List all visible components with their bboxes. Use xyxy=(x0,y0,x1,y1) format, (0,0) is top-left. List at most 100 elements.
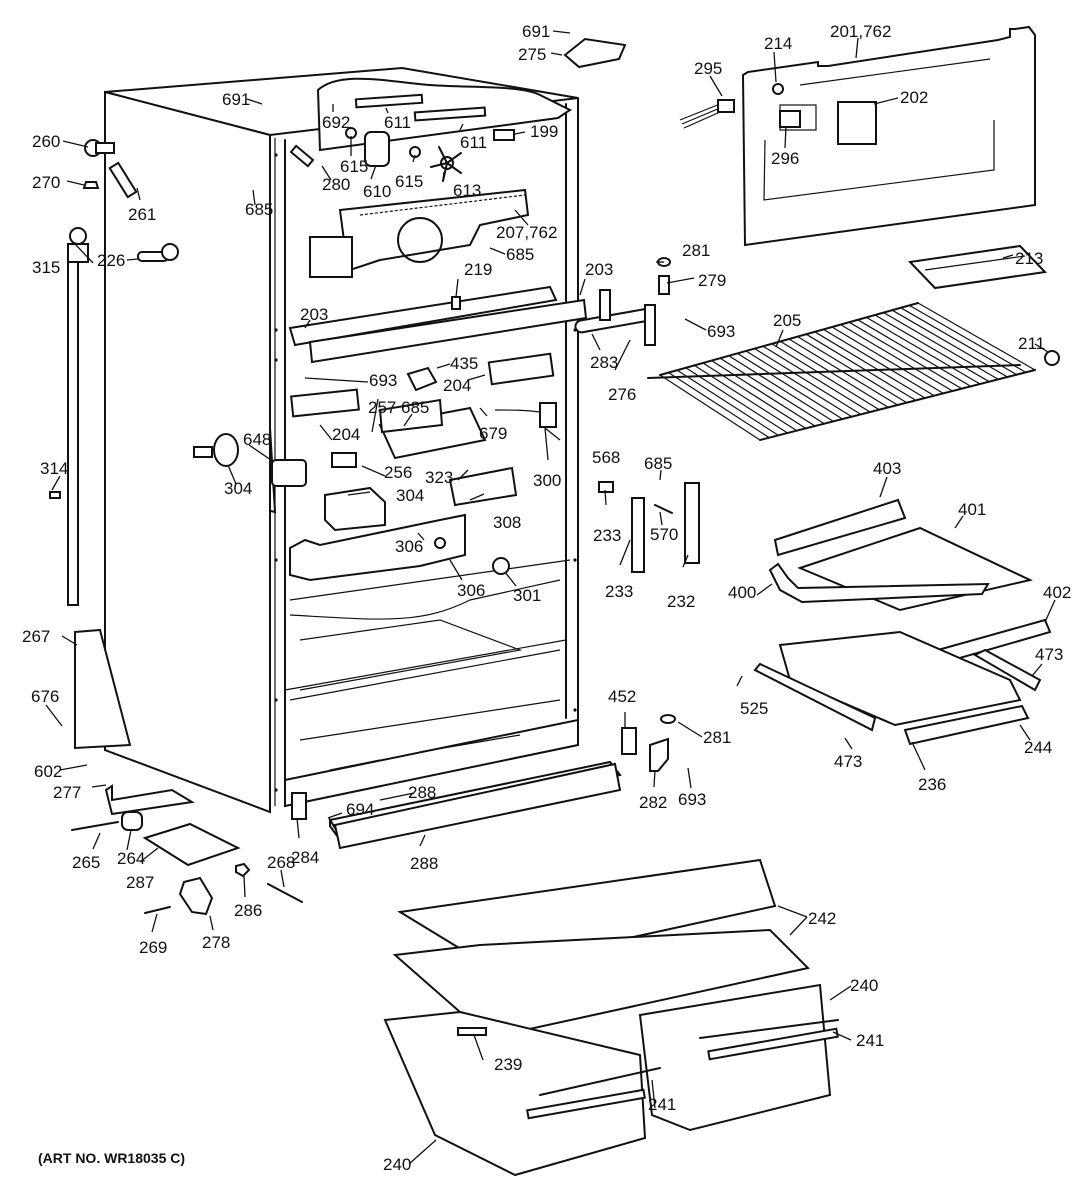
label-403[interactable]: 403 xyxy=(873,459,901,478)
label-304[interactable]: 304 xyxy=(396,486,424,505)
label-257[interactable]: 257 xyxy=(368,398,396,417)
label-691[interactable]: 691 xyxy=(222,90,250,109)
label-693[interactable]: 693 xyxy=(369,371,397,390)
label-691[interactable]: 691 xyxy=(522,22,550,41)
label-525[interactable]: 525 xyxy=(740,699,768,718)
label-288[interactable]: 288 xyxy=(410,854,438,873)
label-239[interactable]: 239 xyxy=(494,1055,522,1074)
label-648[interactable]: 648 xyxy=(243,430,271,449)
label-613[interactable]: 613 xyxy=(453,181,481,200)
label-287[interactable]: 287 xyxy=(126,873,154,892)
label-685[interactable]: 685 xyxy=(644,454,672,473)
label-284[interactable]: 284 xyxy=(291,848,319,867)
label-275[interactable]: 275 xyxy=(518,45,546,64)
label-615[interactable]: 615 xyxy=(395,172,423,191)
part-277-bracket xyxy=(104,784,195,816)
label-610[interactable]: 610 xyxy=(363,182,391,201)
label-240[interactable]: 240 xyxy=(850,976,878,995)
label-268[interactable]: 268 xyxy=(267,853,295,872)
part-244-trim xyxy=(903,704,1030,746)
label-213[interactable]: 213 xyxy=(1015,249,1043,268)
shelf-wire xyxy=(891,309,1008,378)
label-282[interactable]: 282 xyxy=(639,793,667,812)
label-692[interactable]: 692 xyxy=(322,113,350,132)
label-693[interactable]: 693 xyxy=(707,322,735,341)
label-295[interactable]: 295 xyxy=(694,59,722,78)
label-236[interactable]: 236 xyxy=(918,775,946,794)
label-240[interactable]: 240 xyxy=(383,1155,411,1174)
label-277[interactable]: 277 xyxy=(53,783,81,802)
label-300[interactable]: 300 xyxy=(533,471,561,490)
label-270[interactable]: 270 xyxy=(32,173,60,192)
label-570[interactable]: 570 xyxy=(650,525,678,544)
label-260[interactable]: 260 xyxy=(32,132,60,151)
label-283[interactable]: 283 xyxy=(590,353,618,372)
label-205[interactable]: 205 xyxy=(773,311,801,330)
label-694[interactable]: 694 xyxy=(346,800,374,819)
label-269[interactable]: 269 xyxy=(139,938,167,957)
label-676[interactable]: 676 xyxy=(31,687,59,706)
label-473[interactable]: 473 xyxy=(1035,645,1063,664)
label-281[interactable]: 281 xyxy=(682,241,710,260)
label-211[interactable]: 211 xyxy=(1018,334,1045,353)
label-602[interactable]: 602 xyxy=(34,762,62,781)
label-244[interactable]: 244 xyxy=(1024,738,1052,757)
label-400[interactable]: 400 xyxy=(728,583,756,602)
label-679[interactable]: 679 xyxy=(479,424,507,443)
label-203[interactable]: 203 xyxy=(585,260,613,279)
label-280[interactable]: 280 xyxy=(322,175,350,194)
label-402[interactable]: 402 xyxy=(1043,583,1071,602)
label-241[interactable]: 241 xyxy=(648,1095,676,1114)
label-204[interactable]: 204 xyxy=(443,376,471,395)
label-473[interactable]: 473 xyxy=(834,752,862,771)
label-304[interactable]: 304 xyxy=(224,479,252,498)
label-199[interactable]: 199 xyxy=(530,122,558,141)
label-301[interactable]: 301 xyxy=(513,586,541,605)
label-202[interactable]: 202 xyxy=(900,88,928,107)
label-265[interactable]: 265 xyxy=(72,853,100,872)
label-264[interactable]: 264 xyxy=(117,849,145,868)
label-204[interactable]: 204 xyxy=(332,425,360,444)
label-256[interactable]: 256 xyxy=(384,463,412,482)
label-232[interactable]: 232 xyxy=(667,592,695,611)
label-286[interactable]: 286 xyxy=(234,901,262,920)
label-281[interactable]: 281 xyxy=(703,728,731,747)
label-242[interactable]: 242 xyxy=(808,909,836,928)
label-308[interactable]: 308 xyxy=(493,513,521,532)
label-315[interactable]: 315 xyxy=(32,258,60,277)
label-323[interactable]: 323 xyxy=(425,468,453,487)
label-435[interactable]: 435 xyxy=(450,354,478,373)
label-214[interactable]: 214 xyxy=(764,34,792,53)
label-288[interactable]: 288 xyxy=(408,783,436,802)
part-213-ice-tray xyxy=(907,244,1048,290)
label-306[interactable]: 306 xyxy=(395,537,423,556)
label-276[interactable]: 276 xyxy=(608,385,636,404)
label-314[interactable]: 314 xyxy=(40,459,68,478)
label-233[interactable]: 233 xyxy=(605,582,633,601)
label-267[interactable]: 267 xyxy=(22,627,50,646)
label-693[interactable]: 693 xyxy=(678,790,706,809)
label-611[interactable]: 611 xyxy=(460,133,487,152)
label-233[interactable]: 233 xyxy=(593,526,621,545)
label-615[interactable]: 615 xyxy=(340,157,368,176)
label-452[interactable]: 452 xyxy=(608,687,636,706)
shelf-wire xyxy=(694,364,797,432)
label-207-762[interactable]: 207,762 xyxy=(496,223,557,242)
label-685[interactable]: 685 xyxy=(245,200,273,219)
label-401[interactable]: 401 xyxy=(958,500,986,519)
label-261[interactable]: 261 xyxy=(128,205,156,224)
label-611[interactable]: 611 xyxy=(384,113,411,132)
label-219[interactable]: 219 xyxy=(464,260,492,279)
label-296[interactable]: 296 xyxy=(771,149,799,168)
label-279[interactable]: 279 xyxy=(698,271,726,290)
label-306[interactable]: 306 xyxy=(457,581,485,600)
label-278[interactable]: 278 xyxy=(202,933,230,952)
label-568[interactable]: 568 xyxy=(592,448,620,467)
shelf-wire xyxy=(805,333,917,401)
label-201-762[interactable]: 201,762 xyxy=(830,22,891,41)
label-241[interactable]: 241 xyxy=(856,1031,884,1050)
label-203[interactable]: 203 xyxy=(300,305,328,324)
label-685[interactable]: 685 xyxy=(506,245,534,264)
label-226[interactable]: 226 xyxy=(97,251,125,270)
label-685[interactable]: 685 xyxy=(401,398,429,417)
